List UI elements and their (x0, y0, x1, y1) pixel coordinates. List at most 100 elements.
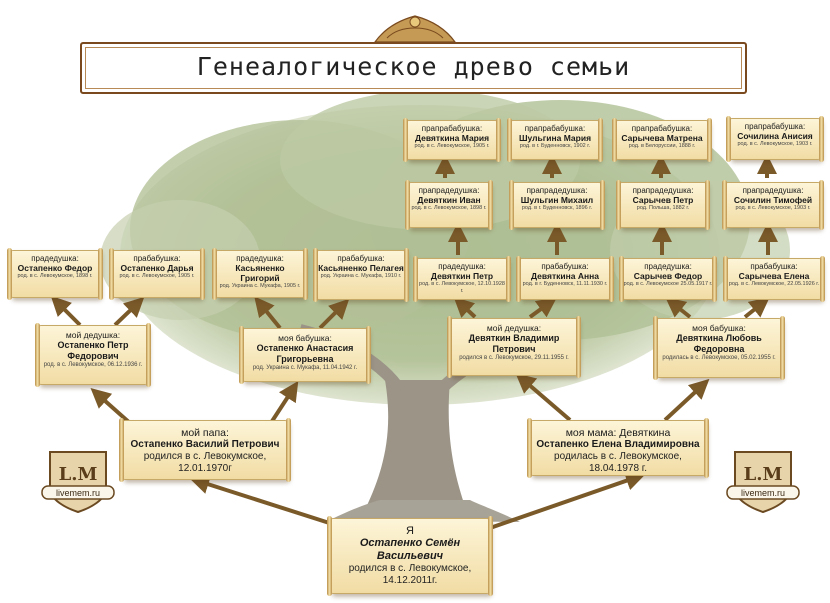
relation-label: Я (406, 525, 414, 537)
relation-label: прадедушка: (236, 254, 284, 263)
birth-info: родился в с. Левокумское, 12.01.1970г (143, 451, 267, 474)
person-name: Сочилин Тимофей (733, 195, 813, 205)
title-ornament (373, 15, 457, 43)
relation-label: прабабушка: (541, 262, 589, 271)
person-card[interactable]: прапрадедушка: Сочилин Тимофей род. в с.… (722, 180, 824, 230)
logo-text: livemem.ru (741, 488, 785, 498)
person-card[interactable]: прапрабабушка: Шульгина Мария род. в г. … (507, 118, 603, 162)
relation-label: моя бабушка: (692, 323, 746, 333)
birth-info: родилась в с. Левокумское, 18.04.1978 г. (554, 451, 682, 474)
birth-info: род. Украина с. Мукафа, 11.04.1942 г. (252, 365, 358, 371)
relation-label: прапрабабушка: (631, 124, 693, 133)
person-card[interactable]: мой дедушка: Остапенко Петр Федорович ро… (35, 323, 151, 387)
person-name: Остапенко Петр Федорович (57, 340, 129, 361)
relation-label: прадедушка: (438, 262, 486, 271)
person-name: Остапенко Федор (17, 263, 93, 273)
logo-text: livemem.ru (56, 488, 100, 498)
relation-label: прадедушка: (31, 254, 79, 263)
relation-label: прапрадедушка: (526, 186, 588, 195)
person-card-me[interactable]: Я Остапенко Семён Васильевич родился в с… (327, 516, 493, 596)
person-name: Девяткина Любовь Федоровна (676, 333, 762, 354)
person-name: Остапенко Семён Васильевич (359, 537, 461, 562)
birth-info: род. в с. Левокумское, 1905 г. (119, 273, 195, 279)
birth-info: род. в с. Левокумское, 06.12.1936 г. (43, 362, 143, 368)
birth-info: род. в с. Левокумское, 1898 г. (411, 205, 487, 211)
birth-info: род. в с. Левокумское, 12.10.1928 г. (419, 281, 505, 294)
relation-label: прабабушка: (133, 254, 181, 263)
relation-label: прапрадедушка: (742, 186, 804, 195)
person-card[interactable]: моя бабушка: Остапенко Анастасия Григорь… (239, 326, 371, 384)
person-card[interactable]: прабабушка: Девяткина Анна род. в г. Буд… (516, 256, 614, 302)
person-card[interactable]: прадедушка: Девяткин Петр род. в с. Лево… (413, 256, 511, 302)
relation-label: прапрадедушка: (632, 186, 694, 195)
person-card[interactable]: прапрабабушка: Сарычева Матрена род. в Б… (612, 118, 712, 162)
person-name: Остапенко Елена Владимировна (536, 439, 700, 450)
person-card[interactable]: прабабушка: Остапенко Дарья род. в с. Ле… (109, 248, 205, 300)
person-name: Сочилина Анисия (737, 131, 813, 141)
person-card[interactable]: прапрадедушка: Шульгин Михаил род. в г. … (509, 180, 605, 230)
person-name: Шульгин Михаил (520, 195, 594, 205)
person-name: Девяткин Владимир Петрович (468, 333, 560, 354)
birth-info: род. в с. Левокумское, 1903 г. (737, 141, 813, 147)
relation-label: мой дедушка: (486, 323, 542, 333)
birth-info: род. в с. Левокумское 25.05.1917 г. (623, 281, 713, 287)
relation-label: моя мама: Девяткина (565, 427, 671, 439)
relation-label: моя бабушка: (278, 333, 332, 343)
birth-info: родился в с. Левокумское, 14.12.2011г. (348, 563, 472, 586)
person-name: Сарычева Елена (738, 271, 810, 281)
person-name: Касьяненко Пелагея (318, 263, 404, 273)
person-name: Девяткина Анна (531, 271, 599, 281)
birth-info: род. Украина с. Мукафа, 1905 г. (219, 283, 301, 289)
person-name: Касьяненко Григорий (235, 263, 285, 283)
person-name: Сарычева Матрена (621, 133, 703, 143)
person-card[interactable]: мой дедушка: Девяткин Владимир Петрович … (447, 316, 581, 378)
person-card[interactable]: прабабушка: Касьяненко Пелагея род. Укра… (313, 248, 409, 302)
livemem-logo-left: L.M livemem.ru (41, 451, 115, 514)
person-name: Сарычев Петр (632, 195, 694, 205)
birth-info: род. в г. Буденновск, 1902 г. (519, 143, 591, 149)
title-frame (80, 42, 747, 94)
person-card[interactable]: мой папа: Остапенко Василий Петрович род… (119, 418, 291, 482)
person-card[interactable]: прадедушка: Сарычев Федор род. в с. Лево… (619, 256, 717, 302)
person-card[interactable]: прапрабабушка: Сочилина Анисия род. в с.… (726, 116, 824, 162)
person-card[interactable]: моя мама: Девяткина Остапенко Елена Влад… (527, 418, 709, 478)
person-card[interactable]: прапрабабушка: Девяткина Мария род. в с.… (403, 118, 501, 162)
relation-label: прапрабабушка: (744, 122, 806, 131)
person-card[interactable]: моя бабушка: Девяткина Любовь Федоровна … (653, 316, 785, 380)
person-card[interactable]: прабабушка: Сарычева Елена род. в с. Лев… (723, 256, 825, 302)
birth-info: род. в с. Левокумское, 1898 г. (17, 273, 93, 279)
person-name: Девяткин Петр (430, 271, 494, 281)
person-card[interactable]: прадедушка: Касьяненко Григорий род. Укр… (212, 248, 308, 300)
person-name: Остапенко Анастасия Григорьевна (256, 343, 354, 364)
birth-info: род. в с. Левокумское, 1905 г. (414, 143, 490, 149)
relation-label: прадедушка: (644, 262, 692, 271)
birth-info: род. в Белоруссии, 1888 г. (628, 143, 696, 149)
relation-label: мой дедушка: (65, 330, 121, 340)
relation-label: мой папа: (181, 427, 229, 439)
person-name: Остапенко Дарья (120, 263, 194, 273)
birth-info: родилась в с. Левокумское, 05.02.1955 г. (662, 355, 776, 361)
birth-info: род. в с. Левокумское, 1903 г. (735, 205, 811, 211)
relation-label: прабабушка: (337, 254, 385, 263)
birth-info: род. в г. Буденновск, 1896 г. (521, 205, 593, 211)
relation-label: прапрабабушка: (524, 124, 586, 133)
relation-label: прапрадедушка: (418, 186, 480, 195)
birth-info: род. Польша, 1882 г. (636, 205, 690, 211)
relation-label: прапрабабушка: (421, 124, 483, 133)
person-card[interactable]: прадедушка: Остапенко Федор род. в с. Ле… (7, 248, 103, 300)
person-card[interactable]: прапрадедушка: Сарычев Петр род. Польша,… (616, 180, 710, 230)
logo-mark: L.M (744, 464, 783, 485)
person-name: Девяткин Иван (417, 195, 481, 205)
birth-info: родился в с. Левокумское, 29.11.1955 г. (459, 355, 569, 361)
relation-label: прабабушка: (750, 262, 798, 271)
connector-arrows (50, 154, 778, 530)
birth-info: род. в г. Буденновск, 11.11.1930 г. (522, 281, 608, 287)
person-name: Остапенко Василий Петрович (130, 439, 280, 450)
person-name: Сарычев Федор (633, 271, 703, 281)
person-name: Девяткина Мария (414, 133, 490, 143)
person-card[interactable]: прапрадедушка: Девяткин Иван род. в с. Л… (405, 180, 493, 230)
person-name: Шульгина Мария (518, 133, 592, 143)
birth-info: род. Украина с. Мукафа, 1910 г. (320, 273, 402, 279)
logo-mark: L.M (59, 464, 98, 485)
title-banner: Генеалогическое древо семьи (80, 42, 747, 94)
